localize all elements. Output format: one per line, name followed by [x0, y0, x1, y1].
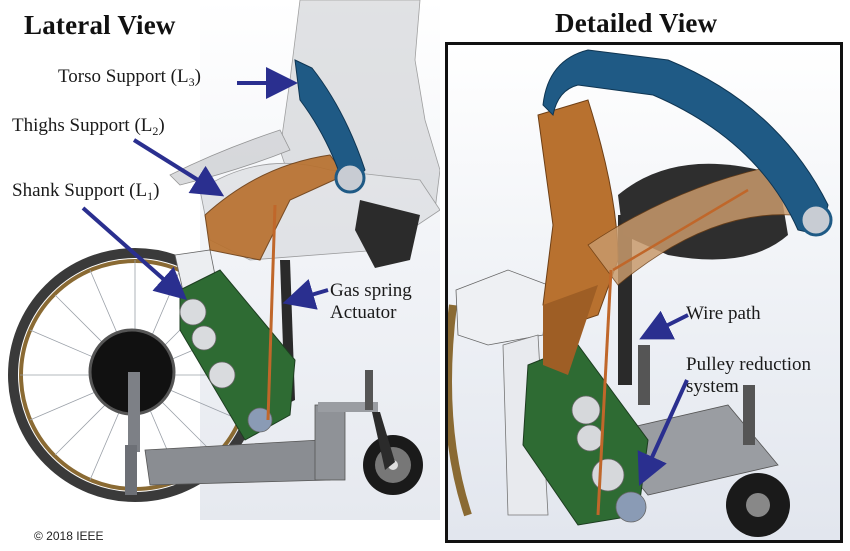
lateral-view-title: Lateral View: [24, 10, 176, 40]
lateral-view-panel: Lateral View Torso Support (L3) Thighs S…: [8, 0, 440, 543]
shank-support: [179, 269, 296, 441]
thighs-label-close: ): [158, 115, 165, 136]
hip-joint: [334, 162, 366, 194]
shank-label-close: ): [153, 180, 160, 201]
hip-pad: [355, 200, 420, 268]
gas-spring-label: Gas spring Actuator: [330, 280, 412, 324]
detail-torso-support: [542, 49, 829, 236]
detail-hip-joint: [799, 203, 833, 237]
gas-spring-label-line2: Actuator: [330, 302, 397, 323]
lateral-view-illustration: [8, 0, 440, 520]
copyright-notice: © 2018 IEEE: [34, 529, 104, 543]
base-frame: [125, 370, 378, 495]
detailed-view-title: Detailed View: [555, 8, 718, 38]
pulley-label-line2: system: [686, 376, 739, 397]
detailed-view-frame: [445, 42, 843, 543]
pulleys: [179, 298, 273, 433]
detail-post-1: [638, 345, 650, 405]
thighs-label-subscript: 2: [152, 124, 159, 138]
detail-knee-pad: [455, 269, 549, 346]
detailed-view-illustration: [448, 49, 833, 537]
shank-support-label: Shank Support (L1): [12, 180, 159, 207]
caster-wheel: [363, 412, 423, 495]
detail-wire-upper: [612, 188, 749, 272]
torso-label-text: Torso Support (L: [58, 66, 189, 87]
detail-wheel-rim: [448, 304, 472, 517]
shank-label-text: Shank Support (L: [12, 180, 148, 201]
torso-label-subscript: 3: [188, 75, 195, 89]
thighs-support-label: Thighs Support (L2): [12, 115, 165, 142]
detail-thigh-support: [537, 99, 619, 326]
gas-spring-label-line1: Gas spring: [330, 280, 412, 301]
torso-support-label: Torso Support (L3): [58, 66, 201, 93]
torso-label-close: ): [194, 66, 201, 87]
wire-path-label: Wire path: [686, 303, 761, 324]
pulley-reduction-label: Pulley reduction system: [686, 354, 811, 398]
detail-caster-hub: [746, 493, 770, 517]
detail-post-2: [743, 385, 755, 445]
shank-label-subscript: 1: [147, 189, 154, 203]
pulley-label-line1: Pulley reduction: [686, 354, 812, 375]
detail-wire-path: [596, 269, 613, 516]
thighs-label-text: Thighs Support (L: [12, 115, 153, 136]
detail-knee-link: [543, 285, 598, 375]
lateral-wire: [266, 204, 277, 421]
